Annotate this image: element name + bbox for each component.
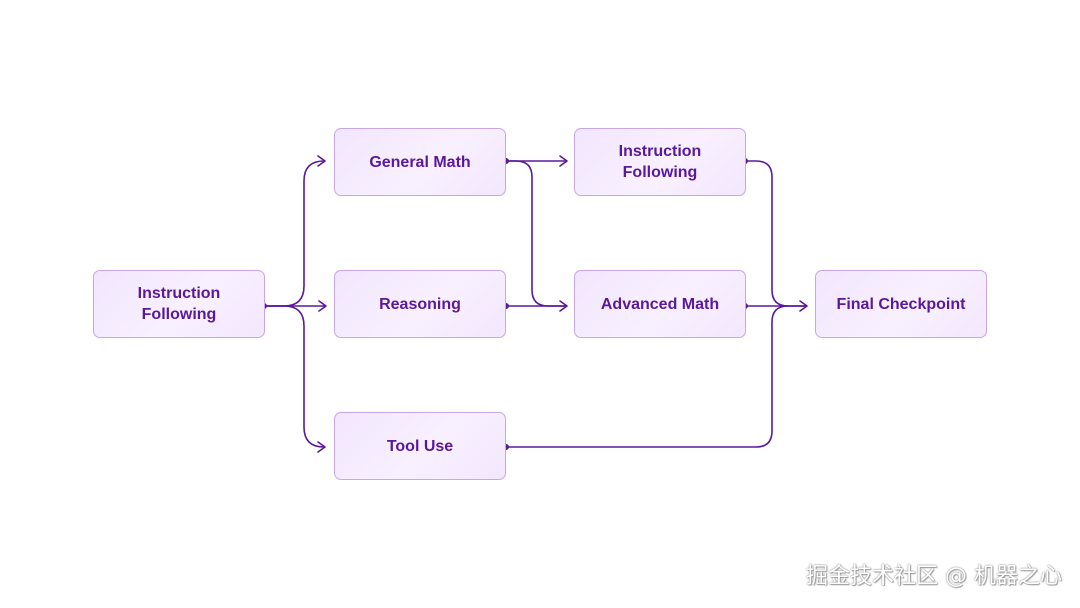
node-instruction-following-start: Instruction Following bbox=[93, 270, 265, 338]
arrowhead-instruction-following-2 bbox=[559, 155, 568, 167]
node-label: Tool Use bbox=[386, 437, 454, 455]
node-instruction-following-2: Instruction Following bbox=[574, 128, 746, 196]
node-label: Reasoning bbox=[379, 295, 461, 313]
node-advanced-math: Advanced Math bbox=[574, 270, 746, 338]
node-reasoning: Reasoning bbox=[334, 270, 506, 338]
watermark: 掘金技术社区 @ 机器之心 bbox=[806, 564, 1062, 589]
edge-general-math-to-advanced-math bbox=[505, 160, 567, 307]
node-label-line2: Following bbox=[622, 164, 698, 181]
node-label: Advanced Math bbox=[600, 295, 720, 313]
edge-instruction-following-to-final bbox=[744, 160, 807, 307]
arrowhead-advanced-math bbox=[559, 300, 568, 312]
arrowhead-tool-use bbox=[317, 441, 326, 453]
node-label-line1: Instruction bbox=[137, 285, 221, 302]
node-label-line1: Instruction bbox=[618, 143, 702, 160]
node-label-line2: Following bbox=[141, 306, 217, 323]
arrowhead-general-math bbox=[317, 155, 326, 167]
node-label: General Math bbox=[369, 153, 471, 171]
edge-tool-use-to-final bbox=[505, 305, 789, 448]
edge-start-to-tool-use bbox=[263, 305, 325, 448]
node-label: Final Checkpoint bbox=[836, 295, 966, 313]
node-general-math: General Math bbox=[334, 128, 506, 196]
arrowhead-final bbox=[799, 300, 808, 312]
node-final-checkpoint: Final Checkpoint bbox=[815, 270, 987, 338]
node-tool-use: Tool Use bbox=[334, 412, 506, 480]
arrowhead-reasoning bbox=[318, 300, 327, 312]
edge-start-to-general-math bbox=[263, 160, 325, 307]
